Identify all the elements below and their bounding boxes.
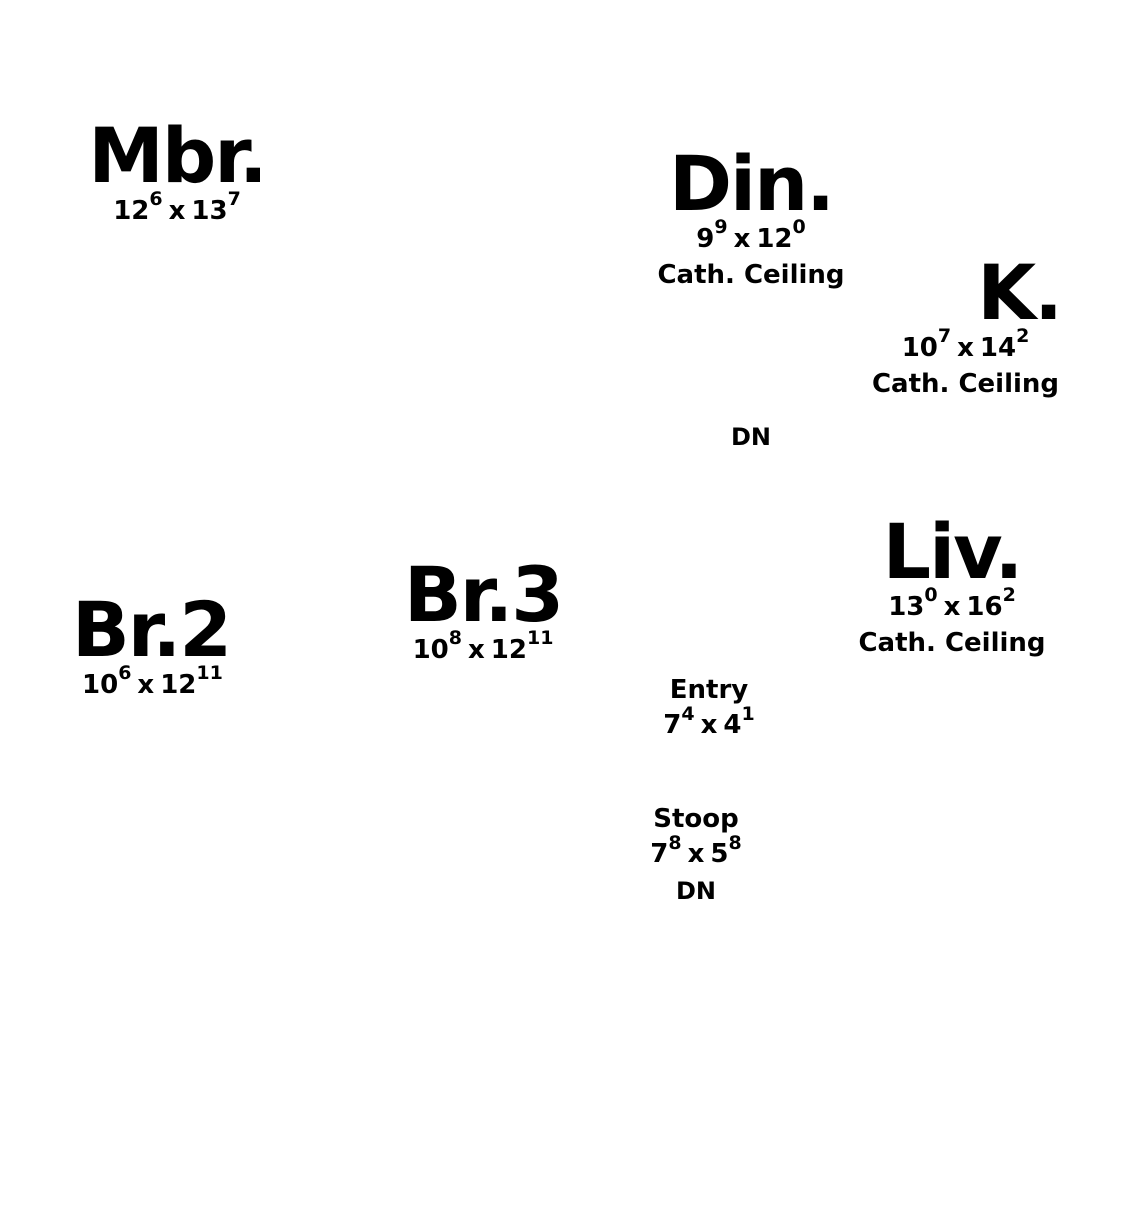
length-feet: 12 [160, 670, 197, 700]
dimension-separator: x [700, 710, 718, 741]
length-feet: 16 [966, 592, 1003, 622]
width-inches: 6 [149, 188, 163, 211]
length-inches: 7 [227, 188, 241, 211]
width-feet: 12 [113, 196, 150, 226]
width-inches: 0 [924, 584, 938, 607]
width-inches: 4 [681, 702, 695, 725]
width-feet: 9 [696, 224, 715, 254]
length-feet: 4 [723, 710, 742, 741]
length-inches: 8 [728, 831, 742, 854]
dimension-separator: x [943, 592, 961, 622]
width-feet: 10 [82, 670, 119, 700]
width-inches: 6 [118, 662, 132, 685]
width-inches: 8 [448, 627, 462, 650]
length-inches: 11 [526, 627, 554, 650]
room-name: K. [977, 248, 1063, 337]
length-feet: 13 [191, 196, 228, 226]
length-feet: 12 [756, 224, 793, 254]
width-feet: 7 [663, 710, 682, 741]
ceiling-note: Cath. Ceiling [871, 369, 1060, 399]
length-feet: 5 [710, 839, 729, 870]
stairs-down-label: DN [731, 423, 772, 451]
width-inches: 7 [937, 325, 952, 348]
length-feet: 14 [979, 333, 1017, 363]
stoop-stairs-down-label: DN [675, 877, 716, 906]
room-name: Din. [668, 139, 835, 228]
room-name: Mbr. [88, 111, 268, 200]
ceiling-note: Cath. Ceiling [657, 260, 845, 290]
dimension-separator: x [957, 333, 974, 363]
width-feet: 13 [888, 592, 925, 622]
ceiling-note: Cath. Ceiling [858, 628, 1046, 658]
room-name: Br.2 [71, 585, 232, 674]
dimension-separator: x [733, 224, 751, 254]
width-feet: 10 [412, 635, 449, 665]
room-name: Stoop [653, 804, 739, 834]
length-feet: 12 [490, 635, 527, 665]
room-name: Br.3 [403, 550, 564, 639]
dimension-separator: x [137, 670, 155, 700]
room-name: Entry [669, 675, 749, 705]
width-feet: 7 [650, 839, 669, 870]
length-inches: 0 [792, 216, 806, 239]
width-feet: 10 [901, 333, 938, 363]
dimension-separator: x [687, 839, 705, 870]
dimension-separator: x [168, 196, 186, 226]
room-name: Liv. [882, 507, 1024, 596]
length-inches: 2 [1002, 584, 1016, 607]
width-inches: 8 [668, 831, 682, 854]
length-inches: 11 [196, 662, 223, 685]
length-inches: 1 [741, 702, 755, 725]
length-inches: 2 [1016, 325, 1030, 348]
width-inches: 9 [714, 216, 728, 239]
dimension-separator: x [468, 635, 485, 665]
